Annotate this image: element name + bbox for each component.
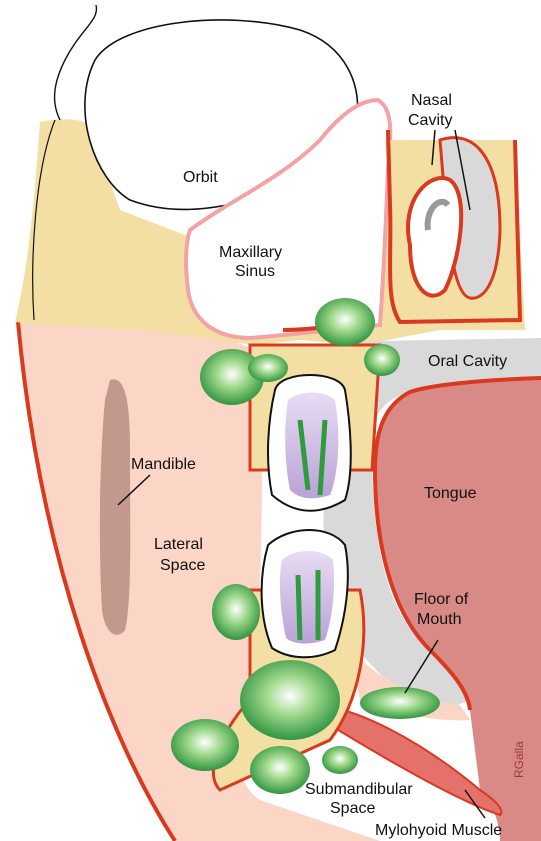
label-floor-of-mouth-1: Floor of — [414, 591, 469, 608]
artist-signature: RGalla — [512, 741, 526, 778]
label-nasal-2: Cavity — [408, 112, 452, 129]
label-tongue: Tongue — [424, 485, 477, 502]
upper-abscess-right-small — [364, 344, 400, 376]
label-submandibular-1: Submandibular — [305, 781, 413, 798]
lower-abscess-right — [360, 687, 440, 719]
label-mandible: Mandible — [131, 456, 196, 473]
upper-abscess-right — [315, 298, 375, 346]
label-nasal-1: Nasal — [411, 92, 452, 109]
lower-tooth-pulp — [280, 551, 334, 644]
upper-tooth-pulp — [285, 393, 338, 499]
label-oral-cavity: Oral Cavity — [428, 353, 507, 370]
label-floor-of-mouth-2: Mouth — [417, 611, 461, 628]
label-lateral-space-1: Lateral — [154, 536, 203, 553]
label-maxillary-2: Sinus — [235, 263, 275, 280]
label-mylohyoid: Mylohyoid Muscle — [375, 822, 502, 839]
lower-abscess-bottom — [250, 746, 310, 794]
lower-abscess-left-lower — [171, 719, 239, 771]
label-submandibular-2: Space — [330, 800, 375, 817]
lower-abscess-left-upper — [212, 584, 260, 640]
mandible-canal — [100, 379, 130, 634]
lower-abscess-right-small — [322, 746, 358, 774]
lower-abscess-center — [240, 660, 340, 740]
upper-abscess-left-small — [248, 354, 288, 382]
label-maxillary-1: Maxillary — [219, 244, 282, 261]
label-lateral-space-2: Space — [160, 557, 205, 574]
label-orbit: Orbit — [183, 169, 218, 186]
